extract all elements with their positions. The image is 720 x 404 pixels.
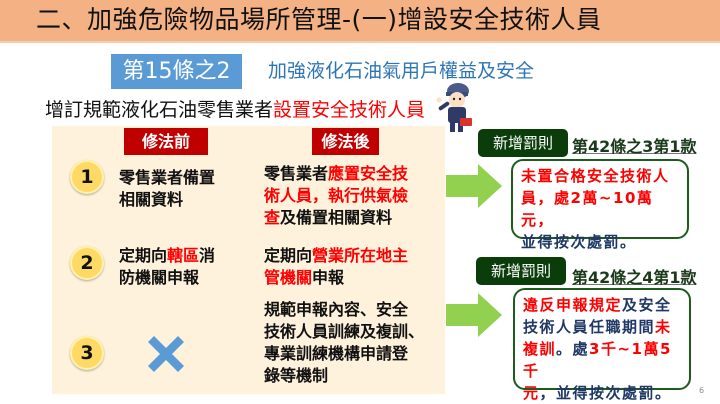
- before-amendment-header: 修法前: [124, 128, 208, 155]
- penalty-article-ref: 第42條之3第1款: [572, 137, 697, 156]
- penalty-box-1: 未置合格安全技術人 員，處2萬~10萬元， 並得按次處罰。: [511, 159, 689, 251]
- page-title: 二、加強危險物品場所管理-(一)增設安全技術人員: [36, 5, 602, 34]
- comparison-panel: [52, 126, 445, 394]
- intro-highlight: 設置安全技術人員: [273, 99, 426, 121]
- article-title: 加強液化石油氣用戶權益及安全: [268, 60, 535, 82]
- row-2-before: 定期向轄區消 防機關申報: [119, 246, 216, 287]
- penalty-article-ref: 第42條之4第1款: [572, 268, 697, 287]
- article-number-badge: 第15條之2: [111, 54, 242, 89]
- worker-mascot-icon: [436, 83, 472, 132]
- green-arrow-icon: [446, 293, 502, 337]
- row-3-after: 規範申報內容、安全 技術人員訓練及複訓、 專業訓練機構申請登 錄等機制: [264, 300, 425, 385]
- blue-cross-icon: [148, 336, 184, 372]
- row-number-1: 1: [70, 160, 104, 194]
- title-bar: 二、加強危險物品場所管理-(一)增設安全技術人員: [0, 0, 720, 43]
- row-number-2: 2: [70, 246, 104, 280]
- row-number-3: 3: [70, 336, 104, 370]
- penalty-box-2: 違反申報規定及安全 技術人員任職期間未 複訓。處3千~1萬5千 元，並得按次處罰…: [513, 288, 691, 402]
- intro-text: 增訂規範液化石油零售業者設置安全技術人員: [45, 96, 425, 124]
- new-penalty-tag: 新增罰則: [478, 129, 568, 157]
- page-number: 6: [699, 386, 705, 395]
- row-1-after: 零售業者應置安全技 術人員，執行供氣檢 查及備置相關資料: [264, 164, 409, 227]
- row-1-before: 零售業者備置 相關資料: [119, 168, 216, 209]
- intro-plain: 增訂規範液化石油零售業者: [45, 99, 274, 121]
- green-arrow-icon: [446, 164, 502, 208]
- row-2-after: 定期向營業所在地主 管機關申報: [264, 246, 409, 287]
- after-amendment-header: 修法後: [312, 128, 379, 155]
- new-penalty-tag: 新增罰則: [476, 257, 566, 285]
